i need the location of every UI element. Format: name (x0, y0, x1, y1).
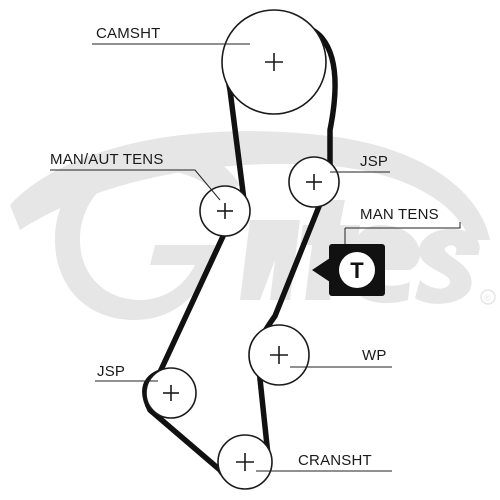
label-man-aut-tens: MAN/AUT TENS (50, 151, 164, 168)
tensioner-badge: T (312, 244, 385, 296)
label-camshaft: CAMSHT (96, 25, 161, 42)
watermark-registered-mark (480, 289, 496, 305)
pulley-water-pump (248, 324, 310, 386)
pulley-crankshaft (217, 434, 273, 490)
label-wp: WP (362, 347, 387, 364)
tensioner-badge-circle (339, 252, 375, 288)
label-crankshaft: CRANSHT (298, 452, 372, 469)
pulley-jsp-upper (288, 156, 340, 208)
leader-lines (50, 43, 461, 472)
pulley-jsp-lower (145, 367, 197, 419)
label-jsp-upper: JSP (360, 153, 388, 170)
label-man-tens: MAN TENS (360, 206, 439, 223)
watermark-registered-glyph: ® (484, 293, 491, 303)
pulley-camshaft (221, 9, 327, 115)
label-jsp-lower: JSP (97, 363, 125, 380)
tensioner-badge-letter: T (350, 258, 364, 283)
tensioner-badge-pointer (312, 258, 330, 282)
watermark-letter-g (55, 145, 240, 320)
leader-man-tens (345, 222, 461, 229)
leader-man-aut-tens (50, 169, 221, 201)
pulley-man-aut-tensioner (199, 185, 251, 237)
